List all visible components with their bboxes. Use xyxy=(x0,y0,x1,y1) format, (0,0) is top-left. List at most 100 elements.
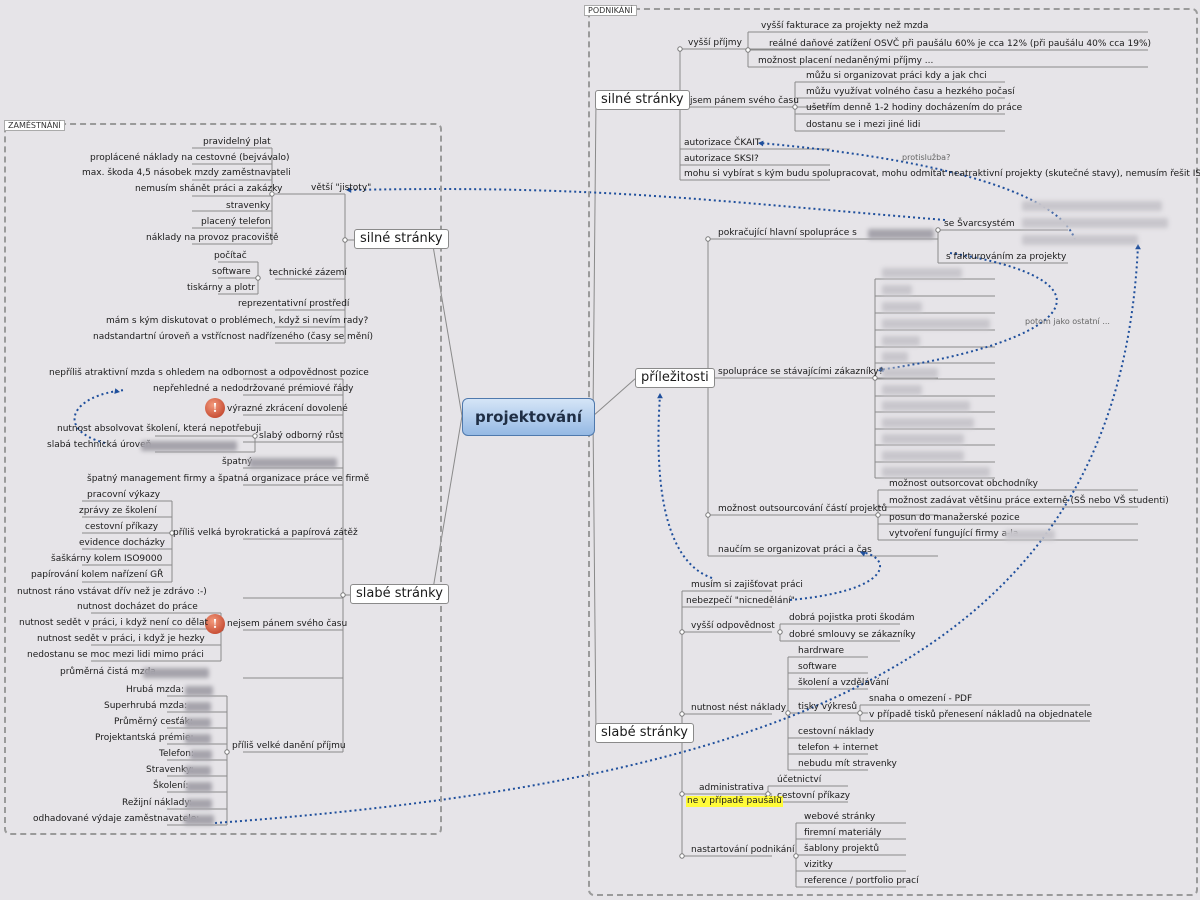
pod-silne-item[interactable]: autorizace ČKAIT xyxy=(684,138,761,148)
zam-silne-item[interactable]: reprezentativní prostředí xyxy=(238,299,350,309)
pod-admin[interactable]: administrativa xyxy=(699,783,765,793)
zam-byro-item[interactable]: cestovní příkazy xyxy=(85,522,159,532)
pod-admin-item[interactable]: cestovní příkazy xyxy=(777,791,851,801)
pod-prilezitosti[interactable]: příležitosti xyxy=(635,368,715,388)
zam-silne-item[interactable]: mám s kým diskutovat o problémech, když … xyxy=(106,316,369,326)
pod-prijmy-item[interactable]: reálné daňové zatížení OSVČ při paušálu … xyxy=(769,39,1152,49)
zam-byro-item[interactable]: pracovní výkazy xyxy=(87,490,161,500)
zam-technicke[interactable]: technické zázemí xyxy=(269,268,347,278)
zam-pan-item[interactable]: nedostanu se moc mezi lidi mimo práci xyxy=(27,650,204,660)
zam-technicke-item[interactable]: software xyxy=(212,267,251,277)
zam-dane-item[interactable]: Stravenky: xyxy=(146,765,194,775)
pod-silne-item[interactable]: mohu si vybírat s kým budu spolupracovat… xyxy=(684,169,1200,179)
pod-prijmy[interactable]: vyšší příjmy xyxy=(688,38,742,48)
zam-jistoty-item[interactable]: pravidelný plat xyxy=(203,137,271,147)
zam-pan-item[interactable]: nutnost sedět v práci, i když není co dě… xyxy=(19,618,208,628)
pod-odpovednost-item[interactable]: dobré smlouvy se zákazníky xyxy=(789,630,916,640)
pod-s-ucetnim[interactable]: se Švarcsystém xyxy=(944,219,1015,229)
pod-nastart-item[interactable]: šablony projektů xyxy=(804,844,880,854)
pod-zajistovat[interactable]: musím si zajišťovat práci xyxy=(691,580,803,590)
central-topic[interactable]: projektování xyxy=(462,398,595,436)
zam-jistoty-item[interactable]: placený telefon xyxy=(201,217,271,227)
pod-tisky-item[interactable]: v případě tisků přenesení nákladů na obj… xyxy=(869,710,1093,720)
pod-outsource[interactable]: možnost outsourcování částí projektů xyxy=(718,504,888,514)
zam-byro[interactable]: příliš velká byrokratická a papírová zát… xyxy=(173,528,358,538)
pod-nastart-item[interactable]: vizitky xyxy=(804,860,833,870)
zam-technicke-item[interactable]: tiskárny a plotr xyxy=(187,283,256,293)
zam-silne-item[interactable]: nadstandartní úroveň a vstřícnost nadříz… xyxy=(93,332,374,342)
pod-naklady[interactable]: nutnost nést náklady xyxy=(691,703,787,713)
pod-cas-item[interactable]: ušetřím denně 1-2 hodiny docházením do p… xyxy=(806,103,1023,113)
zam-byro-item[interactable]: šaškárny kolem ISO9000 xyxy=(51,554,163,564)
pod-naucim[interactable]: naučím se organizovat práci a čas xyxy=(718,545,872,555)
zam-rust-item[interactable]: nutnost absolvovat školení, která nepotř… xyxy=(57,424,262,434)
zam-dane-item[interactable]: Školení: xyxy=(153,781,189,791)
zam-byro-item[interactable]: papírování kolem nařízení GŘ xyxy=(31,570,164,580)
zam-rano[interactable]: nutnost ráno vstávat dřív než je zdrávo … xyxy=(17,587,207,597)
zam-pan[interactable]: nejsem pánem svého času xyxy=(227,619,348,629)
pod-nastart-item[interactable]: firemní materiály xyxy=(804,828,882,838)
pod-naklady-item[interactable]: tisky výkresů xyxy=(798,702,858,712)
zam-dane-item[interactable]: Režijní náklady: xyxy=(122,798,193,808)
pod-nastart[interactable]: nastartování podnikání xyxy=(691,845,795,855)
pod-admin-item[interactable]: účetnictví xyxy=(777,775,822,785)
zam-dane-item[interactable]: Hrubá mzda: xyxy=(126,685,185,695)
zam-management[interactable]: špatný management firmy a špatná organiz… xyxy=(87,474,370,484)
zam-jistoty-item[interactable]: proplácené náklady na cestovné (bejvával… xyxy=(90,153,290,163)
zam-jistoty-item[interactable]: stravenky xyxy=(226,201,271,211)
zam-jistoty-item[interactable]: náklady na provoz pracoviště xyxy=(146,233,279,243)
pod-tisky-item[interactable]: snaha o omezení - PDF xyxy=(869,694,973,704)
zam-dane-item[interactable]: odhadované výdaje zaměstnavatele: xyxy=(33,814,200,824)
zam-slabe-item[interactable]: výrazné zkrácení dovolené xyxy=(227,404,348,414)
pod-naklady-item[interactable]: cestovní náklady xyxy=(798,727,875,737)
pod-pokracujici[interactable]: pokračující hlavní spolupráce s xyxy=(718,228,857,238)
redacted-text xyxy=(185,734,211,744)
pod-outsource-item[interactable]: posun do manažerské pozice xyxy=(889,513,1020,523)
zam-dane[interactable]: příliš velké danění příjmu xyxy=(232,741,346,751)
pod-prijmy-item[interactable]: vyšší fakturace za projekty než mzda xyxy=(761,21,929,31)
zam-byro-item[interactable]: zprávy ze školení xyxy=(79,506,157,516)
zam-rust[interactable]: slabý odborný růst xyxy=(259,431,344,441)
pod-cas-item[interactable]: můžu si organizovat práci kdy a jak chci xyxy=(806,71,987,81)
pod-silne-stranky[interactable]: silné stránky xyxy=(595,90,690,110)
pod-nastart-item[interactable]: reference / portfolio prací xyxy=(804,876,919,886)
zam-jistoty[interactable]: větší "jistoty" xyxy=(311,183,372,193)
zam-slabe-item[interactable]: nepříliš atraktivní mzda s ohledem na od… xyxy=(49,368,369,378)
zam-dane-item[interactable]: Superhrubá mzda: xyxy=(104,701,188,711)
pod-nebezpeci[interactable]: nebezpečí "nicnedělání" xyxy=(686,596,795,606)
pod-outsource-item[interactable]: možnost outsorcovat obchodníky xyxy=(889,479,1038,489)
pod-cas-item[interactable]: můžu využívat volného času a hezkého poč… xyxy=(806,87,1015,97)
zam-technicke-item[interactable]: počítač xyxy=(214,251,247,261)
zam-jistoty-item[interactable]: nemusím shánět práci a zakázky xyxy=(135,184,283,194)
pod-cas[interactable]: jsem pánem svého času xyxy=(690,96,799,106)
pod-naklady-item[interactable]: školení a vzdělávání xyxy=(798,678,889,688)
zam-pan-item[interactable]: nutnost sedět v práci, i když je hezky xyxy=(37,634,205,644)
zam-pan-item[interactable]: nutnost docházet do práce xyxy=(77,602,198,612)
pod-nastart-item[interactable]: webové stránky xyxy=(804,812,876,822)
pod-naklady-item[interactable]: hardrware xyxy=(798,646,845,656)
zam-slabe-stranky[interactable]: slabé stránky xyxy=(350,584,449,604)
zam-slabe-item[interactable]: nepřehledné a nedodržované prémiové řády xyxy=(153,384,354,394)
pod-slabe-stranky[interactable]: slabé stránky xyxy=(595,723,694,743)
pod-cas-item[interactable]: dostanu se i mezi jiné lidi xyxy=(806,120,921,130)
zam-prumerna[interactable]: průměrná čistá mzda xyxy=(60,667,156,677)
zam-jistoty-item[interactable]: max. škoda 4,5 násobek mzdy zaměstnavate… xyxy=(82,168,291,178)
pod-naklady-item[interactable]: software xyxy=(798,662,837,672)
pod-s-fakturovanim[interactable]: s fakturováním za projekty xyxy=(946,252,1067,262)
pod-odpovednost-item[interactable]: dobrá pojistka proti škodám xyxy=(789,613,915,623)
pod-odpovednost[interactable]: vyšší odpovědnost xyxy=(691,621,775,631)
pod-outsource-item[interactable]: možnost zadávat většinu práce externě (S… xyxy=(889,496,1169,506)
pod-prijmy-item[interactable]: možnost placení nedaněnými příjmy ... xyxy=(758,56,934,66)
zam-dane-item[interactable]: Telefon: xyxy=(159,749,194,759)
zam-spatny[interactable]: špatný xyxy=(222,457,253,467)
pod-spoluprace[interactable]: spolupráce se stávajícími zákazníky? xyxy=(718,367,884,377)
zam-rust-item[interactable]: slabá technická úroveň xyxy=(47,440,152,450)
pod-naklady-item[interactable]: nebudu mít stravenky xyxy=(798,759,897,769)
zam-silne-stranky[interactable]: silné stránky xyxy=(354,229,449,249)
zam-byro-item[interactable]: evidence docházky xyxy=(79,538,165,548)
pod-outsource-item[interactable]: vytvoření fungující firmy a-la xyxy=(889,529,1019,539)
pod-naklady-item[interactable]: telefon + internet xyxy=(798,743,879,753)
zam-dane-item[interactable]: Projektantská prémie: xyxy=(95,733,194,743)
pod-silne-item[interactable]: autorizace SKSI? xyxy=(684,154,759,164)
zam-dane-item[interactable]: Průměrný cesťák: xyxy=(114,717,193,727)
